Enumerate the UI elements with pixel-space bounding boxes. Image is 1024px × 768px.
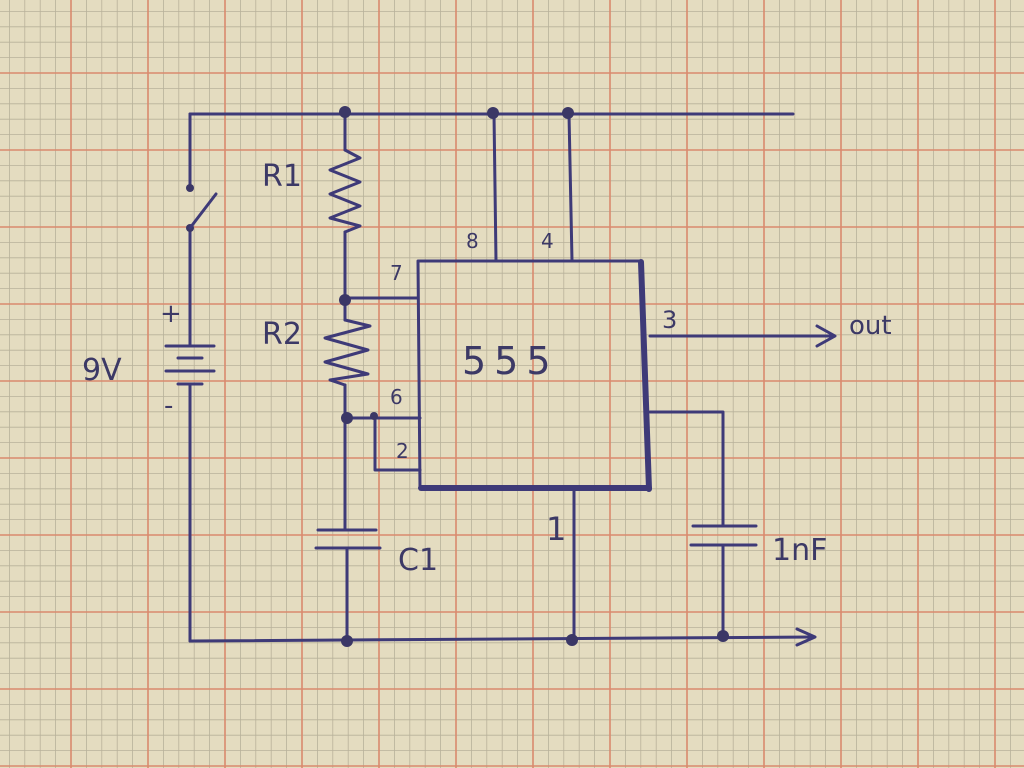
- pin8-wire: [492, 112, 498, 263]
- battery-plus-label: +: [160, 299, 182, 329]
- ground-arrow: [795, 627, 817, 647]
- r1-label: R1: [262, 159, 302, 194]
- output-label: out: [849, 311, 892, 341]
- ic-label: 555: [462, 339, 559, 383]
- ic-555-right-edge: [638, 259, 652, 492]
- junctions: [339, 106, 729, 647]
- battery-symbol: [164, 344, 216, 386]
- capacitor-1nf: [689, 524, 758, 547]
- power-switch: [186, 184, 218, 232]
- pin-6-label: 6: [390, 385, 403, 409]
- capacitor-c1: [314, 528, 382, 550]
- pin-1-label: 1: [546, 510, 566, 548]
- junction-pin6: [341, 412, 353, 424]
- battery-minus-label: -: [164, 391, 173, 421]
- pin-2-label: 2: [396, 439, 409, 463]
- c1-label: C1: [398, 543, 438, 578]
- pin4-wire: [567, 112, 574, 263]
- resistor-r1: [328, 148, 362, 234]
- pin5-wire: [648, 410, 725, 528]
- pin-3-label: 3: [662, 306, 677, 334]
- bottom-rail: [188, 635, 814, 643]
- junction-pin7: [339, 294, 351, 306]
- junction-bottom-c1: [341, 635, 353, 647]
- battery-label: 9V: [82, 353, 122, 388]
- junction-top-pin4: [562, 107, 574, 119]
- switch-lever: [188, 192, 218, 230]
- junction-pin2: [370, 412, 378, 420]
- junction-bottom-cap2: [717, 630, 729, 642]
- pin2-wire: [373, 416, 422, 472]
- junction-top-pin8: [487, 107, 499, 119]
- r2-label: R2: [262, 317, 302, 352]
- resistor-r2: [323, 318, 372, 387]
- pin-4-label: 4: [541, 229, 554, 253]
- pin-8-label: 8: [466, 229, 479, 253]
- cap2-label: 1nF: [772, 533, 827, 568]
- junction-bottom-pin1: [566, 634, 578, 646]
- switch-contact-top: [186, 184, 194, 192]
- output-arrow: [815, 324, 837, 348]
- pin-7-label: 7: [390, 261, 403, 285]
- junction-top-r1: [339, 106, 351, 118]
